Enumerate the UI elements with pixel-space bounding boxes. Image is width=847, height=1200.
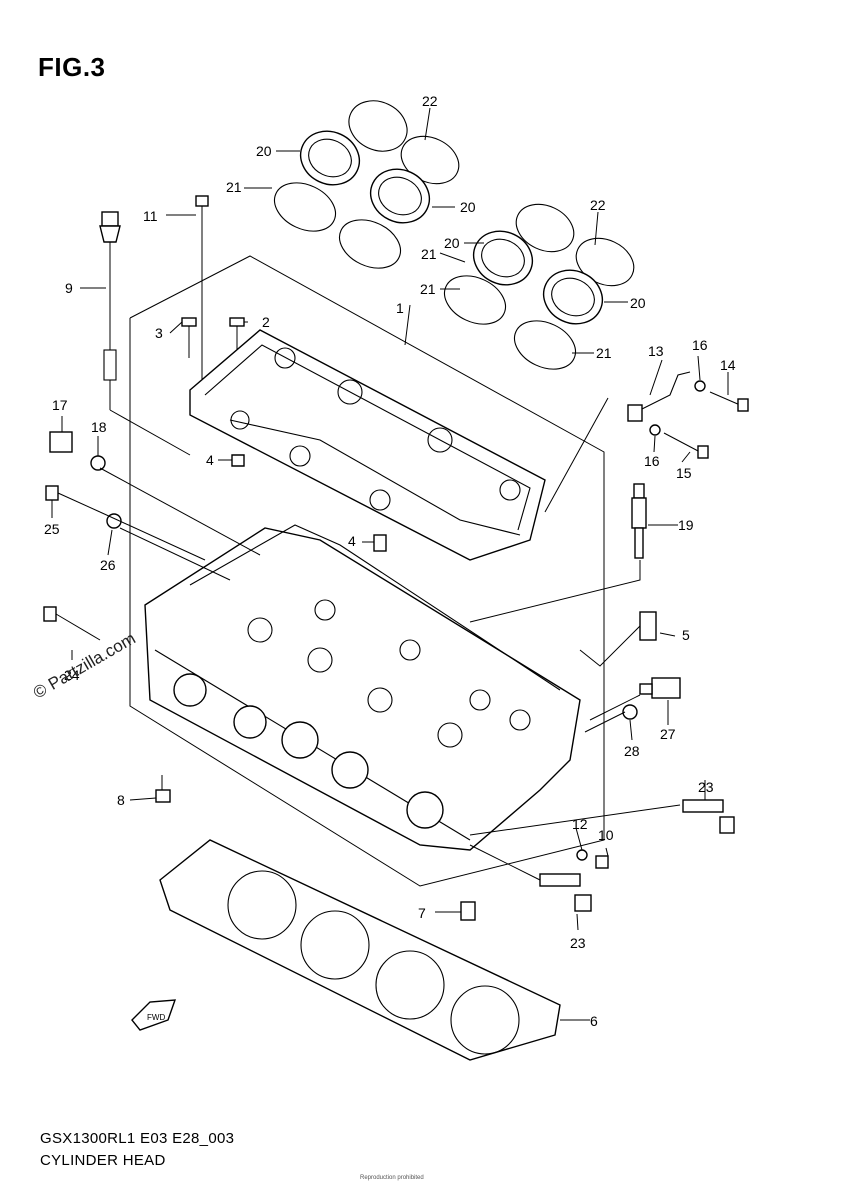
dowel-pin-4b bbox=[373, 534, 387, 552]
callout-22b: 22 bbox=[590, 197, 606, 213]
callout-5: 5 bbox=[682, 627, 690, 643]
callout-labels: 1 2 3 4 4 5 6 7 8 9 10 11 12 13 14 15 16… bbox=[44, 93, 736, 1029]
stud-8 bbox=[155, 775, 171, 803]
leader-lines bbox=[51, 107, 729, 1021]
callout-12: 12 bbox=[572, 816, 588, 832]
gasket-28 bbox=[622, 704, 638, 720]
figure-title: FIG.3 bbox=[38, 52, 106, 82]
bolt-11 bbox=[195, 195, 209, 400]
callout-8: 8 bbox=[117, 792, 125, 808]
fwd-arrow-icon: FWD bbox=[131, 999, 177, 1031]
bolt-3 bbox=[181, 317, 197, 358]
sensor-27 bbox=[639, 677, 681, 699]
washer-16a bbox=[694, 380, 706, 392]
fwd-label: FWD bbox=[147, 1013, 165, 1022]
callout-11: 11 bbox=[143, 208, 158, 224]
washer-18 bbox=[90, 455, 106, 471]
callout-20c: 20 bbox=[444, 235, 460, 251]
intake-boot bbox=[472, 230, 534, 286]
clamp-ring bbox=[513, 320, 577, 370]
callout-6: 6 bbox=[590, 1013, 598, 1029]
callout-21c: 21 bbox=[420, 281, 436, 297]
plug-17 bbox=[49, 431, 73, 453]
callout-18: 18 bbox=[91, 419, 107, 435]
pipe-13 bbox=[627, 371, 691, 422]
washer-26 bbox=[106, 513, 122, 529]
bolt-15 bbox=[663, 432, 709, 459]
clamp-ring bbox=[515, 203, 575, 253]
bolt-9 bbox=[99, 211, 121, 410]
assembly-frame bbox=[129, 255, 605, 887]
clamp-ring bbox=[338, 219, 402, 269]
dowel-pin-7 bbox=[460, 901, 476, 921]
clamp-ring bbox=[273, 182, 337, 232]
callout-7: 7 bbox=[418, 905, 426, 921]
bolt-24 bbox=[43, 606, 101, 641]
callout-16b: 16 bbox=[644, 453, 660, 469]
callout-24: 24 bbox=[64, 667, 80, 683]
callout-19: 19 bbox=[678, 517, 694, 533]
callout-1: 1 bbox=[396, 300, 404, 316]
callout-9: 9 bbox=[65, 280, 73, 296]
callout-23b: 23 bbox=[570, 935, 586, 951]
callout-20a: 20 bbox=[256, 143, 272, 159]
callout-21a: 21 bbox=[226, 179, 242, 195]
callout-15: 15 bbox=[676, 465, 692, 481]
callout-21d: 21 bbox=[596, 345, 612, 361]
callout-13: 13 bbox=[648, 343, 664, 359]
intake-boot bbox=[369, 168, 431, 224]
intake-boot-group-left bbox=[273, 100, 460, 269]
callout-10: 10 bbox=[598, 827, 614, 843]
bolt-25 bbox=[45, 485, 101, 513]
callout-27: 27 bbox=[660, 726, 676, 742]
bolt-10 bbox=[595, 855, 609, 869]
cylinder-head-cover bbox=[189, 329, 546, 561]
cylinder-head bbox=[144, 524, 581, 851]
bolt-23a bbox=[682, 799, 735, 834]
intake-boot bbox=[299, 130, 361, 186]
callout-20d: 20 bbox=[630, 295, 646, 311]
callout-4b: 4 bbox=[348, 533, 356, 549]
spark-plug-19 bbox=[631, 483, 647, 559]
callout-21b: 21 bbox=[421, 246, 437, 262]
callout-4a: 4 bbox=[206, 452, 214, 468]
callout-3: 3 bbox=[155, 325, 163, 341]
callout-23a: 23 bbox=[698, 779, 714, 795]
dowel-pin-4a bbox=[231, 454, 245, 467]
intake-boot-group-right bbox=[443, 203, 635, 370]
clamp-ring bbox=[348, 100, 408, 152]
bolt-14 bbox=[709, 391, 749, 412]
callout-16a: 16 bbox=[692, 337, 708, 353]
callout-25: 25 bbox=[44, 521, 60, 537]
callout-26: 26 bbox=[100, 557, 116, 573]
callout-28: 28 bbox=[624, 743, 640, 759]
model-code: GSX1300RL1 E03 E28_003 bbox=[40, 1130, 235, 1147]
copyright-line: Reproduction prohibited bbox=[360, 1175, 424, 1181]
callout-2: 2 bbox=[262, 314, 270, 330]
diagram-caption: CYLINDER HEAD bbox=[40, 1152, 166, 1169]
plug-5 bbox=[639, 611, 657, 641]
callout-14: 14 bbox=[720, 357, 736, 373]
head-gasket-6 bbox=[159, 839, 561, 1061]
washer-12 bbox=[576, 849, 588, 861]
clamp-ring bbox=[443, 275, 507, 325]
callout-22a: 22 bbox=[422, 93, 438, 109]
washer-16b bbox=[649, 424, 661, 436]
bolt-23b bbox=[539, 873, 592, 912]
intake-boot bbox=[542, 269, 604, 325]
callout-17: 17 bbox=[52, 397, 68, 413]
callout-20b: 20 bbox=[460, 199, 476, 215]
